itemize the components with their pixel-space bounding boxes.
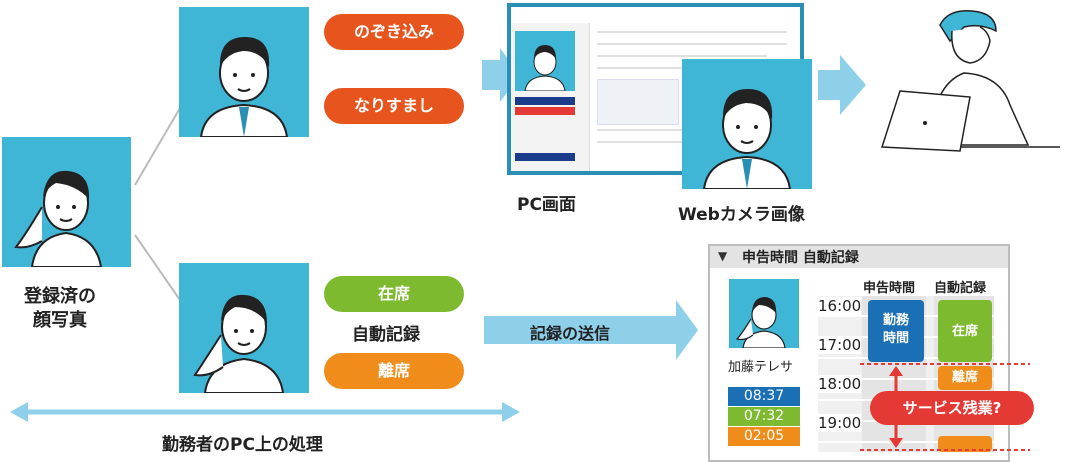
arrow-icon: [818, 55, 866, 115]
arrow-icon: [502, 402, 520, 422]
auto-away-text: 離席: [951, 370, 978, 385]
webcam-photo: [682, 59, 812, 189]
col-auto-header: 自動記録: [934, 281, 987, 296]
collapse-icon[interactable]: ▼: [718, 249, 728, 263]
time-work: 08:37: [728, 387, 800, 406]
auto-present-block-2: [938, 436, 992, 452]
registered-label-line1: 登録済の: [24, 286, 96, 307]
person-icon: [524, 45, 566, 91]
away-badge: 離席: [324, 353, 464, 389]
pc-screen-photo: [515, 31, 575, 91]
auto-present-text: 在席: [951, 324, 978, 339]
time-present: 07:32: [728, 407, 800, 426]
webcam-label: Webカメラ画像: [678, 205, 805, 225]
person-icon: [14, 170, 103, 267]
arrow-icon: [482, 48, 520, 102]
pc-screen-label: PC画面: [517, 195, 576, 215]
hour-19: 19:00: [818, 414, 862, 432]
person-icon: [702, 89, 792, 189]
hour-17: 17:00: [818, 336, 862, 354]
branch-line-bottom: [134, 234, 181, 301]
overtime-callout-text: サービス残業?: [902, 399, 1002, 417]
laptop-user-icon: [880, 10, 1060, 152]
registered-photo: [2, 137, 131, 267]
registered-label-line2: 顔写真: [33, 310, 87, 331]
arrow-icon: [484, 300, 698, 360]
declared-block-text: 勤務時間: [882, 313, 909, 346]
report-panel-title: 申告時間 自動記録: [742, 250, 859, 266]
branch-line-top: [134, 107, 181, 186]
person-icon: [199, 37, 289, 137]
employee-avatar: [729, 279, 799, 348]
threat-photo: [179, 7, 309, 137]
col-declared-header: 申告時間: [863, 281, 916, 296]
time-away: 02:05: [728, 427, 800, 446]
arrow-icon: [10, 402, 28, 422]
auto-record-label: 自動記録: [352, 325, 420, 345]
auto-present-block: 在席: [938, 300, 992, 362]
employee-name: 加藤テレサ: [728, 360, 794, 375]
auto-away-block: 離席: [938, 366, 992, 390]
person-icon: [735, 297, 786, 348]
threat-peek-badge: のぞき込み: [324, 14, 464, 50]
hour-18: 18:00: [818, 375, 862, 393]
overtime-callout: サービス残業?: [870, 391, 1034, 425]
report-panel-header: [710, 246, 1008, 268]
hour-16: 16:00: [818, 297, 862, 315]
send-record-label: 記録の送信: [530, 324, 611, 343]
worker-photo: [179, 263, 309, 393]
person-icon: [193, 294, 285, 393]
threat-spoof-badge: なりすまし: [324, 88, 464, 124]
present-badge: 在席: [324, 276, 464, 312]
worker-pc-label: 勤務者のPC上の処理: [162, 435, 323, 455]
declared-block: 勤務時間: [868, 300, 924, 362]
